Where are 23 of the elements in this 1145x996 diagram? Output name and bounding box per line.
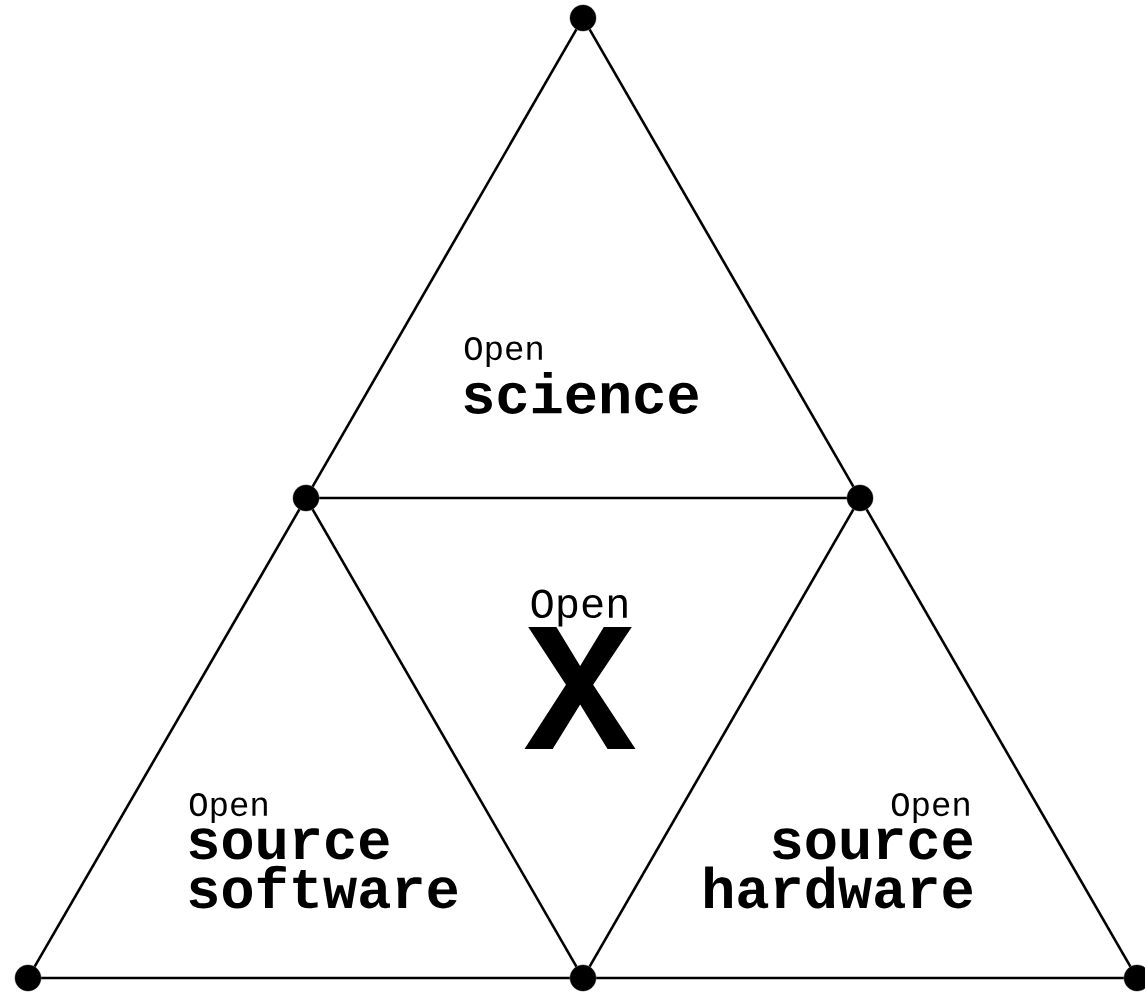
triangle-edge: [311, 28, 578, 488]
vertex-dot: [1123, 964, 1145, 992]
heading-word: source hardware: [705, 828, 972, 909]
triangle-edge: [588, 28, 855, 488]
heading-word: X: [524, 627, 636, 749]
heading-word: source software: [189, 828, 457, 909]
triangle-edge: [41, 976, 570, 980]
open-label: Open: [189, 793, 267, 823]
triangle-edge: [588, 508, 855, 968]
triangle-edge: [311, 508, 578, 968]
triangle-edge: [33, 508, 301, 968]
triangle-edge: [319, 496, 847, 500]
open-label: Open: [891, 793, 969, 823]
open-label: Open: [531, 589, 627, 627]
vertex-dot: [14, 964, 42, 992]
triangle-edge: [596, 976, 1124, 980]
heading-word: science: [464, 372, 698, 414]
vertex-dot: [846, 484, 874, 512]
triangle-edge: [865, 508, 1132, 968]
vertex-dot: [569, 4, 597, 32]
open-label: Open: [464, 337, 542, 367]
vertex-dot: [569, 964, 597, 992]
vertex-dot: [292, 484, 320, 512]
